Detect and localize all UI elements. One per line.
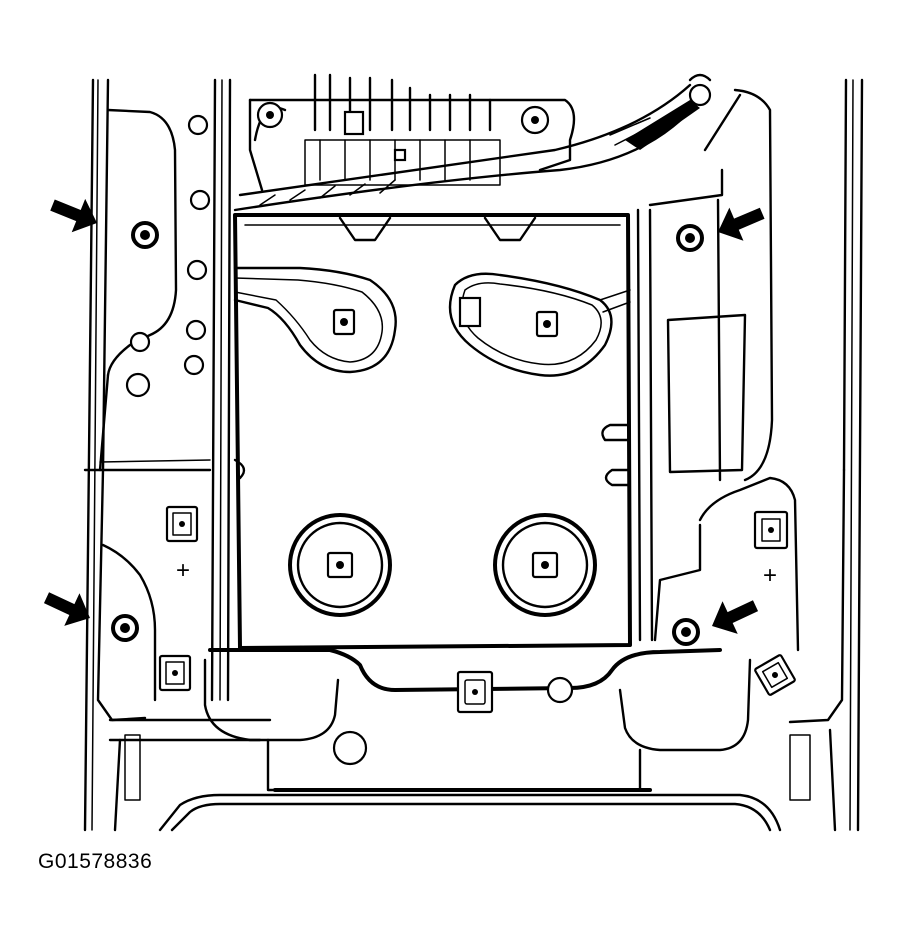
- right-mount-bracket: [636, 88, 774, 642]
- plus-mark-left: +: [176, 557, 190, 584]
- plus-mark-right: +: [763, 562, 777, 589]
- upper-terminal-right: [535, 310, 559, 338]
- fuse-block: [248, 73, 576, 192]
- bolt-upper-left: [131, 221, 159, 249]
- lower-terminal-right: [493, 513, 597, 617]
- bolt-lower-left: [111, 614, 139, 642]
- arrow-lower-right-icon: [712, 600, 759, 634]
- lower-terminal-left: [288, 513, 392, 617]
- right-side-rail: [788, 78, 864, 832]
- bolt-upper-right: [676, 224, 704, 252]
- arrow-lower-left-icon: [43, 592, 90, 626]
- arrow-upper-right-icon: [718, 207, 765, 241]
- bolt-lower-right: [672, 618, 700, 646]
- battery-tray: [108, 648, 837, 832]
- right-lower-bracket: [653, 476, 800, 696]
- left-rail-holes: [125, 114, 211, 398]
- cable-harness: [233, 73, 712, 212]
- left-mount-bracket: [98, 78, 232, 702]
- battery: [233, 213, 632, 650]
- arrow-upper-left-icon: [50, 198, 97, 233]
- left-side-rail: [83, 78, 212, 832]
- figure-id-label: G01578836: [38, 850, 153, 873]
- upper-terminal-left: [332, 308, 356, 336]
- left-lower-bracket: [101, 505, 199, 702]
